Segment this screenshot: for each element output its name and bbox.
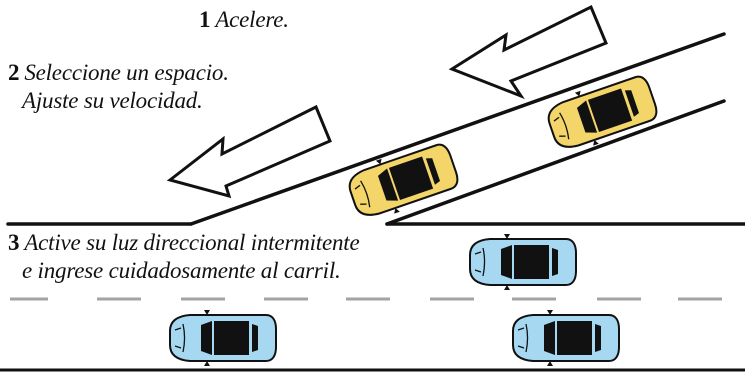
step-line: Acelere.: [215, 7, 289, 32]
step-number: 1: [199, 7, 211, 32]
highway-car-icon: [512, 309, 620, 367]
direction-arrow-icon: [166, 104, 332, 199]
merging-car-icon: [342, 136, 464, 226]
road-edges: [0, 32, 745, 372]
ramp-inner-edge: [385, 99, 726, 226]
ramp-outer-edge: [189, 32, 726, 226]
merging-car-icon: [541, 68, 663, 158]
highway-car-icon: [469, 233, 577, 291]
direction-arrow-icon: [448, 4, 608, 100]
step-line-continued: e ingrese cuidadosamente al carril.: [22, 258, 341, 283]
step-number: 3: [8, 230, 20, 255]
step-line-continued: Ajuste su velocidad.: [22, 88, 203, 113]
step-number: 2: [8, 60, 20, 85]
highway-car-icon: [169, 309, 277, 367]
step-line: Seleccione un espacio.: [24, 60, 229, 85]
step-line: Active su luz direccional intermitente: [24, 230, 360, 255]
